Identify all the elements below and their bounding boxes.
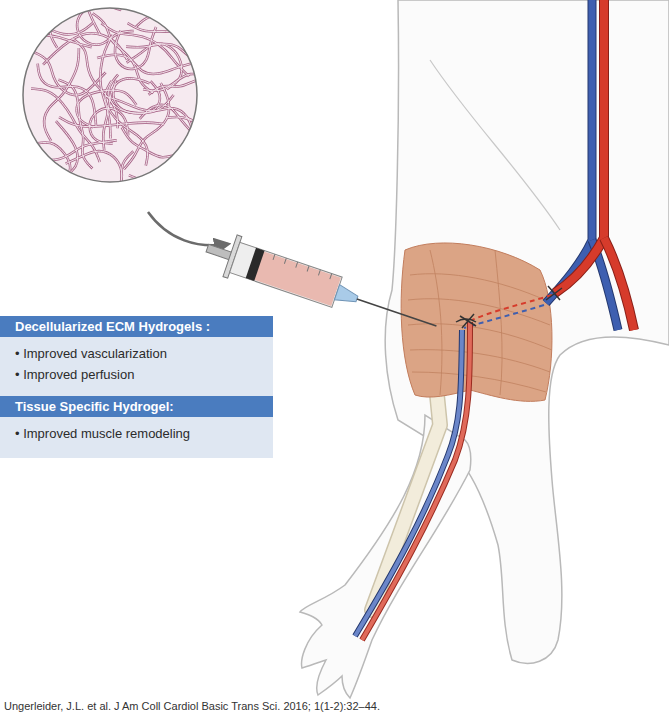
panel-body: • Improved vascularization• Improved per… [0,337,273,393]
hydrogel-fibre [165,17,229,68]
hydrogel-fibre [66,151,122,202]
syringe [254,251,341,306]
hydrogel-fibre [183,159,218,241]
hydrogel-fibre [43,33,127,64]
hydrogel-fibre [186,5,281,21]
hydrogel-fibre [108,3,201,25]
hydrogel-fibre [109,75,174,114]
citation: Ungerleider, J.L. et al. J Am Coll Cardi… [4,700,380,712]
hydrogel-fibre [191,131,285,159]
syringe [357,299,437,326]
hydrogel-fibre [4,171,26,269]
hydrogel-fibre [129,166,228,180]
hydrogel-fibre [108,3,201,25]
hydrogel-fibre [140,105,202,162]
hydrogel-fibre [100,35,112,139]
hydrogel-fibre [129,166,228,180]
hydrogel-fibre [179,160,209,256]
hydrogel-fibre [0,59,25,107]
hydrogel-fibre [31,89,100,162]
bullet-item: • Improved muscle remodeling [15,423,258,444]
bullet-item: • Improved perfusion [15,364,258,385]
hydrogel-fibre [97,55,192,74]
panel-heading: Tissue Specific Hydrogel: [0,396,273,417]
syringe [334,285,359,307]
hydrogel-fibre [27,172,66,240]
blood-vessel [355,0,634,640]
blood-vessel [546,0,592,303]
ligature [456,319,476,322]
muscle [408,250,552,395]
hydrogel-fibre [27,172,66,240]
syringe [246,248,265,281]
hydrogel-fibre [34,142,72,217]
hydrogel-fibre [183,159,218,241]
hydrogel-fibre [50,3,121,48]
hydrogel-fibre [165,17,229,68]
hydrogel-fibre [115,27,156,69]
blood-vessel [464,305,544,328]
hydrogel-fibre [186,5,281,21]
blood-vessel [472,295,552,320]
hydrogel-fibre [44,121,77,205]
hydrogel-fibre [184,69,224,123]
info-panel: Decellularized ECM Hydrogels :• Improved… [0,316,273,396]
blood-vessel [355,330,462,636]
info-panel: Tissue Specific Hydrogel: • Improved musc… [0,396,273,458]
hydrogel-fibre [179,160,209,256]
syringe [230,242,343,307]
hydrogel-fibre [127,44,182,90]
bullet-item: • Improved vascularization [15,343,258,364]
hydrogel-fibre [184,69,224,123]
hydrogel-fibre [15,140,117,160]
hydrogel-fibre [90,151,133,239]
ligature [456,286,562,328]
hydrogel-fibre [0,59,25,107]
pointer-arrow [148,212,228,245]
hydrogel-fibre [34,52,106,95]
hydrogel-fibre [121,129,194,195]
hydrogel-fibre [191,131,285,159]
hydrogel-fibre [128,0,217,32]
hydrogel-fibre [77,90,137,127]
hydrogel-inset [0,0,285,268]
hydrogel-fibre [124,83,169,169]
hydrogel-inset [23,8,197,182]
hydrogel-fibre [25,0,95,35]
blood-vessel [604,238,634,330]
blood-vessel [355,330,462,636]
hydrogel-fibre [128,0,217,32]
hydrogel-fibre [34,142,72,217]
hydrogel-fibre [106,96,193,133]
hydrogel-fibre [13,78,62,168]
syringe [273,254,332,279]
hydrogel-fibre [106,96,193,133]
blood-vessel [546,0,592,303]
hydrogel-fibre [34,52,106,95]
panel-body: • Improved muscle remodeling [0,417,273,452]
hydrogel-fibre [13,78,62,168]
blood-vessel [555,0,604,293]
hydrogel-fibre [44,121,77,205]
hydrogel-fibre [103,78,149,150]
blood-vessel [604,238,634,330]
hydrogel-fibre [4,171,26,269]
belly-line [430,60,560,230]
hydrogel-fibre [166,117,270,125]
panel-heading: Decellularized ECM Hydrogels : [0,316,273,337]
hydrogel-fibres [0,0,285,268]
ligature [546,286,562,300]
hydrogel-fibre [44,48,79,141]
hydrogel-fibre [15,140,117,160]
blood-vessel [555,0,604,293]
hydrogel-fibre [25,0,95,35]
hydrogel-fibre [121,129,194,195]
hydrogel-fibre [90,151,133,239]
body-outline [385,0,669,663]
hydrogel-fibre [66,151,122,202]
